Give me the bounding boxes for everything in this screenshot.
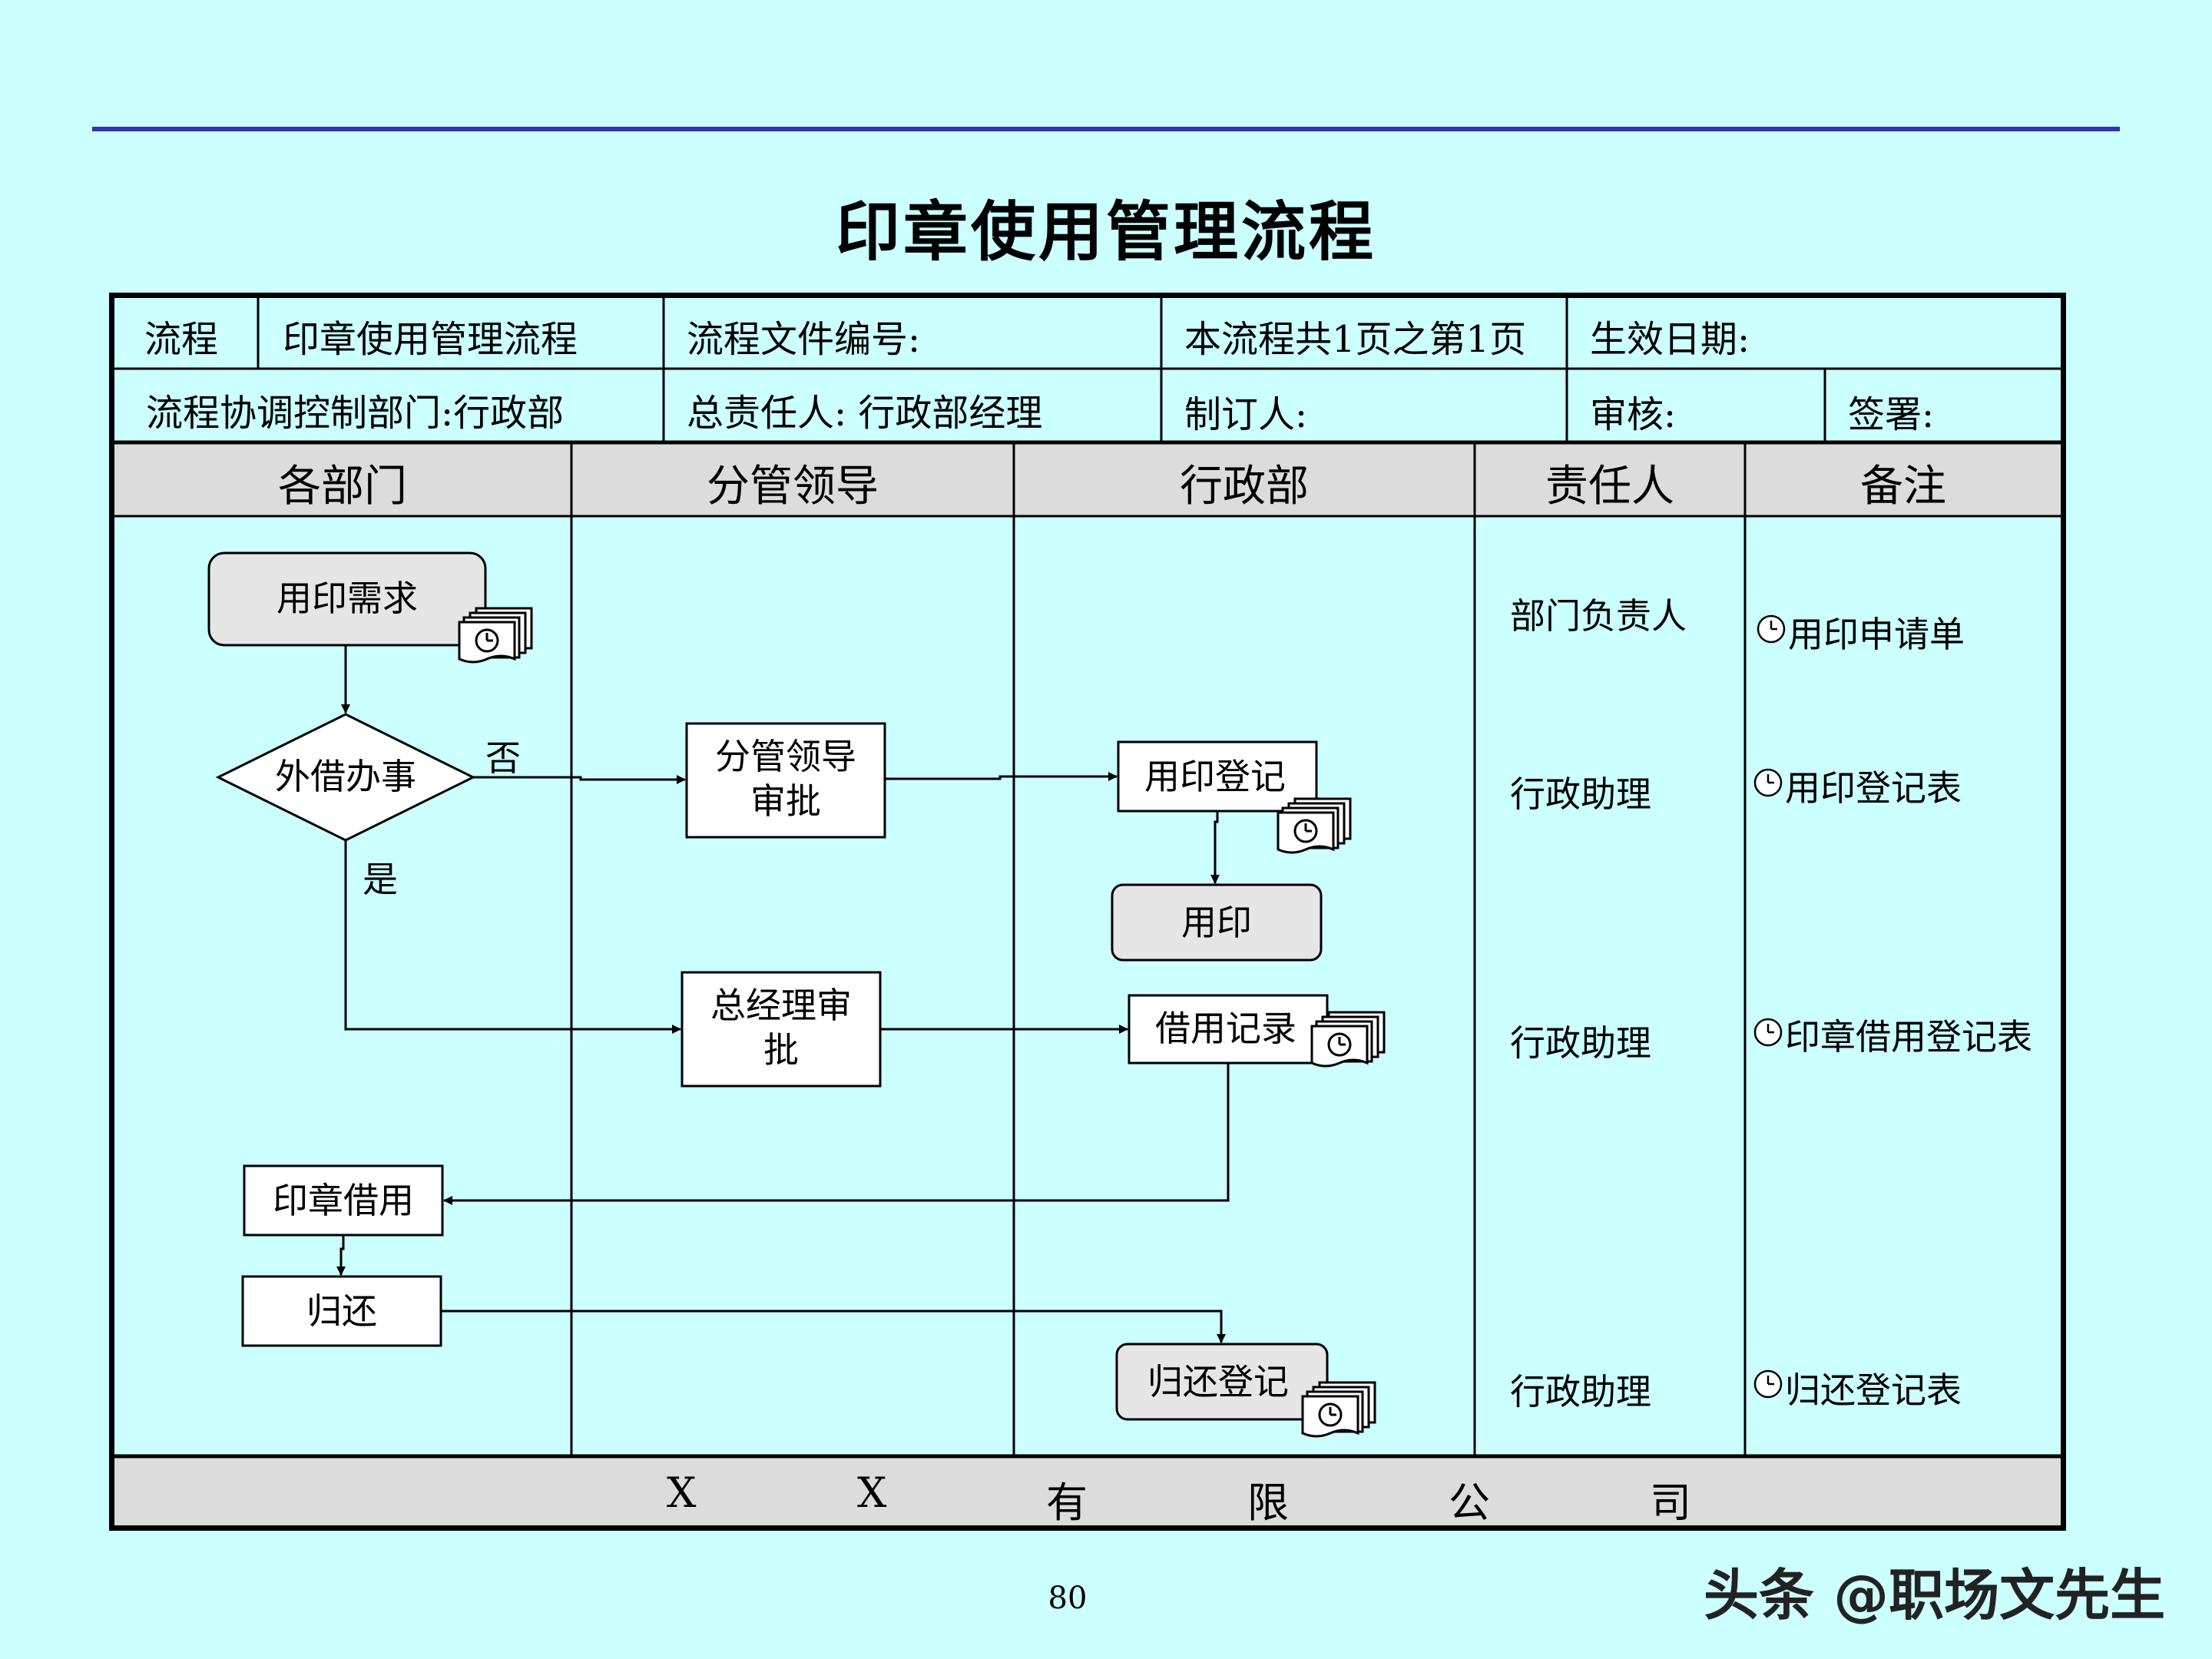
label-yes: 是 [363,859,398,900]
footer-band [114,1456,2061,1525]
lane-header-notes: 备注 [1860,462,1946,512]
node-gm-approve-shape [680,971,882,1088]
node-borrow-record: 借用记录 [1155,1008,1296,1049]
arrow-decision-yes [344,840,681,1034]
footer-char-6: 司 [1650,1479,1691,1527]
lane-header-admin: 行政部 [1180,462,1309,512]
node-use-shape [1111,883,1323,962]
node-need: 用印需求 [276,578,418,619]
info-page-count: 本流程共1页之第1页 [1184,318,1527,361]
node-return: 归还 [306,1290,377,1332]
responsible-3: 行政助理 [1510,1022,1651,1064]
node-return-register: 归还登记 [1147,1361,1289,1402]
node-borrow: 印章借用 [273,1180,414,1221]
info-signature: 签署: [1848,393,1935,436]
node-need-shape [207,551,487,647]
node-use: 用印 [1181,902,1252,943]
info-reviewer: 审核: [1590,393,1677,436]
lane-header-responsible: 责任人 [1545,462,1674,512]
label-no: 否 [485,737,521,779]
node-gm-approve-line2: 批 [763,1029,799,1071]
info-process-name: 印章使用管理流程 [283,318,578,361]
node-borrow-shape [243,1164,444,1237]
flowchart-frame [109,293,2066,1531]
lane-header-departments: 各部门 [278,462,407,512]
footer-char-4: 限 [1247,1479,1289,1527]
arrow-decision-no [473,775,686,784]
footer-char-5: 公 [1449,1479,1490,1527]
responsible-1: 部门负责人 [1510,595,1687,637]
top-rule [92,127,2120,131]
watermark: 头条 @职场文先生 [1704,1563,2166,1628]
info-owner: 总责任人: 行政部经理 [687,392,1043,435]
footer-char-2: X [857,1469,887,1517]
info-effective-date: 生效日期: [1590,318,1750,361]
arrow-leader-to-register [885,772,1118,781]
lane-header-band [114,442,2061,516]
arrow-borrow-to-return [336,1235,346,1276]
responsible-4: 行政助理 [1510,1371,1651,1412]
arrow-record-to-borrow [443,1063,1230,1205]
note-1: 用印申请单 [1788,614,1965,655]
node-register: 用印登记 [1144,756,1286,797]
footer-char-1: X [667,1469,697,1517]
note-3: 印章借用登记表 [1785,1016,2032,1058]
info-coordinating-dept: 流程协调控制部门:行政部 [146,392,565,435]
arrow-register-to-use [1210,811,1220,884]
note-2: 用印登记表 [1785,767,1962,809]
footer-char-3: 有 [1046,1479,1088,1527]
node-gm-approve-line1: 总经理审 [710,985,852,1026]
info-process-label: 流程 [144,318,219,361]
node-decision: 外借办事 [275,756,416,797]
info-doc-number: 流程文件编号: [687,318,921,361]
node-leader-approve-line2: 审批 [750,780,821,822]
lane-header-leader: 分管领导 [707,462,879,512]
info-author: 制订人: [1184,393,1308,436]
node-leader-approve-line1: 分管领导 [715,736,856,777]
note-4: 归还登记表 [1785,1369,1962,1411]
responsible-2: 行政助理 [1510,773,1651,815]
page-title: 印章使用管理流程 [835,194,1376,270]
page-number: 80 [1048,1581,1088,1616]
node-leader-approve-shape [685,722,886,839]
arrow-return-to-register [441,1310,1226,1343]
